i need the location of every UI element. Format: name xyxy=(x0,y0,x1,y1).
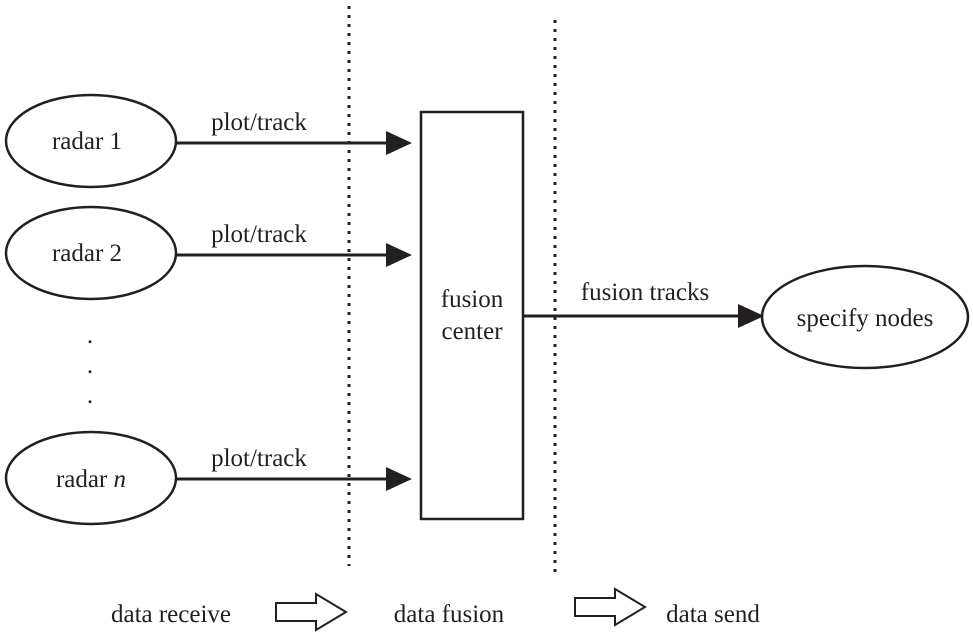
fusion-center-line-1: fusion xyxy=(441,286,504,313)
arrow-radar-n-to-fusion xyxy=(176,467,412,491)
radar-node-n: radar n xyxy=(4,430,178,526)
arrow-radar-2-to-fusion xyxy=(176,243,412,267)
radar-node-2: radar 2 xyxy=(4,205,178,301)
radar-n-label: radar n xyxy=(56,466,126,493)
radar-1-label: radar 1 xyxy=(52,128,122,155)
edge-label-radar-n: plot/track xyxy=(211,445,307,472)
fusion-center-box: fusion center xyxy=(419,110,525,521)
arrow-radar-1-to-fusion xyxy=(176,131,412,155)
stage-label-fusion: data fusion xyxy=(394,601,505,628)
edge-label-radar-2: plot/track xyxy=(211,221,307,248)
arrow-fusion-to-nodes xyxy=(523,304,764,328)
specify-nodes-label: specify nodes xyxy=(797,305,934,332)
ellipsis-dot-2: . xyxy=(87,352,93,379)
radar-2-label: radar 2 xyxy=(52,240,122,267)
edge-label-radar-1: plot/track xyxy=(211,109,307,136)
radar-n-label-text: radar xyxy=(56,466,114,493)
ellipsis-dot-3: . xyxy=(87,382,93,409)
fusion-center-line-2: center xyxy=(441,318,503,345)
specify-nodes-node: specify nodes xyxy=(760,264,970,370)
stage-label-send: data send xyxy=(666,601,760,628)
stage-hollow-arrow-2 xyxy=(574,587,647,627)
radar-n-index: n xyxy=(114,466,127,493)
stage-label-receive: data receive xyxy=(111,601,231,628)
edge-label-output: fusion tracks xyxy=(581,279,709,306)
radar-node-1: radar 1 xyxy=(4,93,178,189)
ellipsis-dot-1: . xyxy=(87,322,93,349)
stage-hollow-arrow-1 xyxy=(275,592,348,632)
